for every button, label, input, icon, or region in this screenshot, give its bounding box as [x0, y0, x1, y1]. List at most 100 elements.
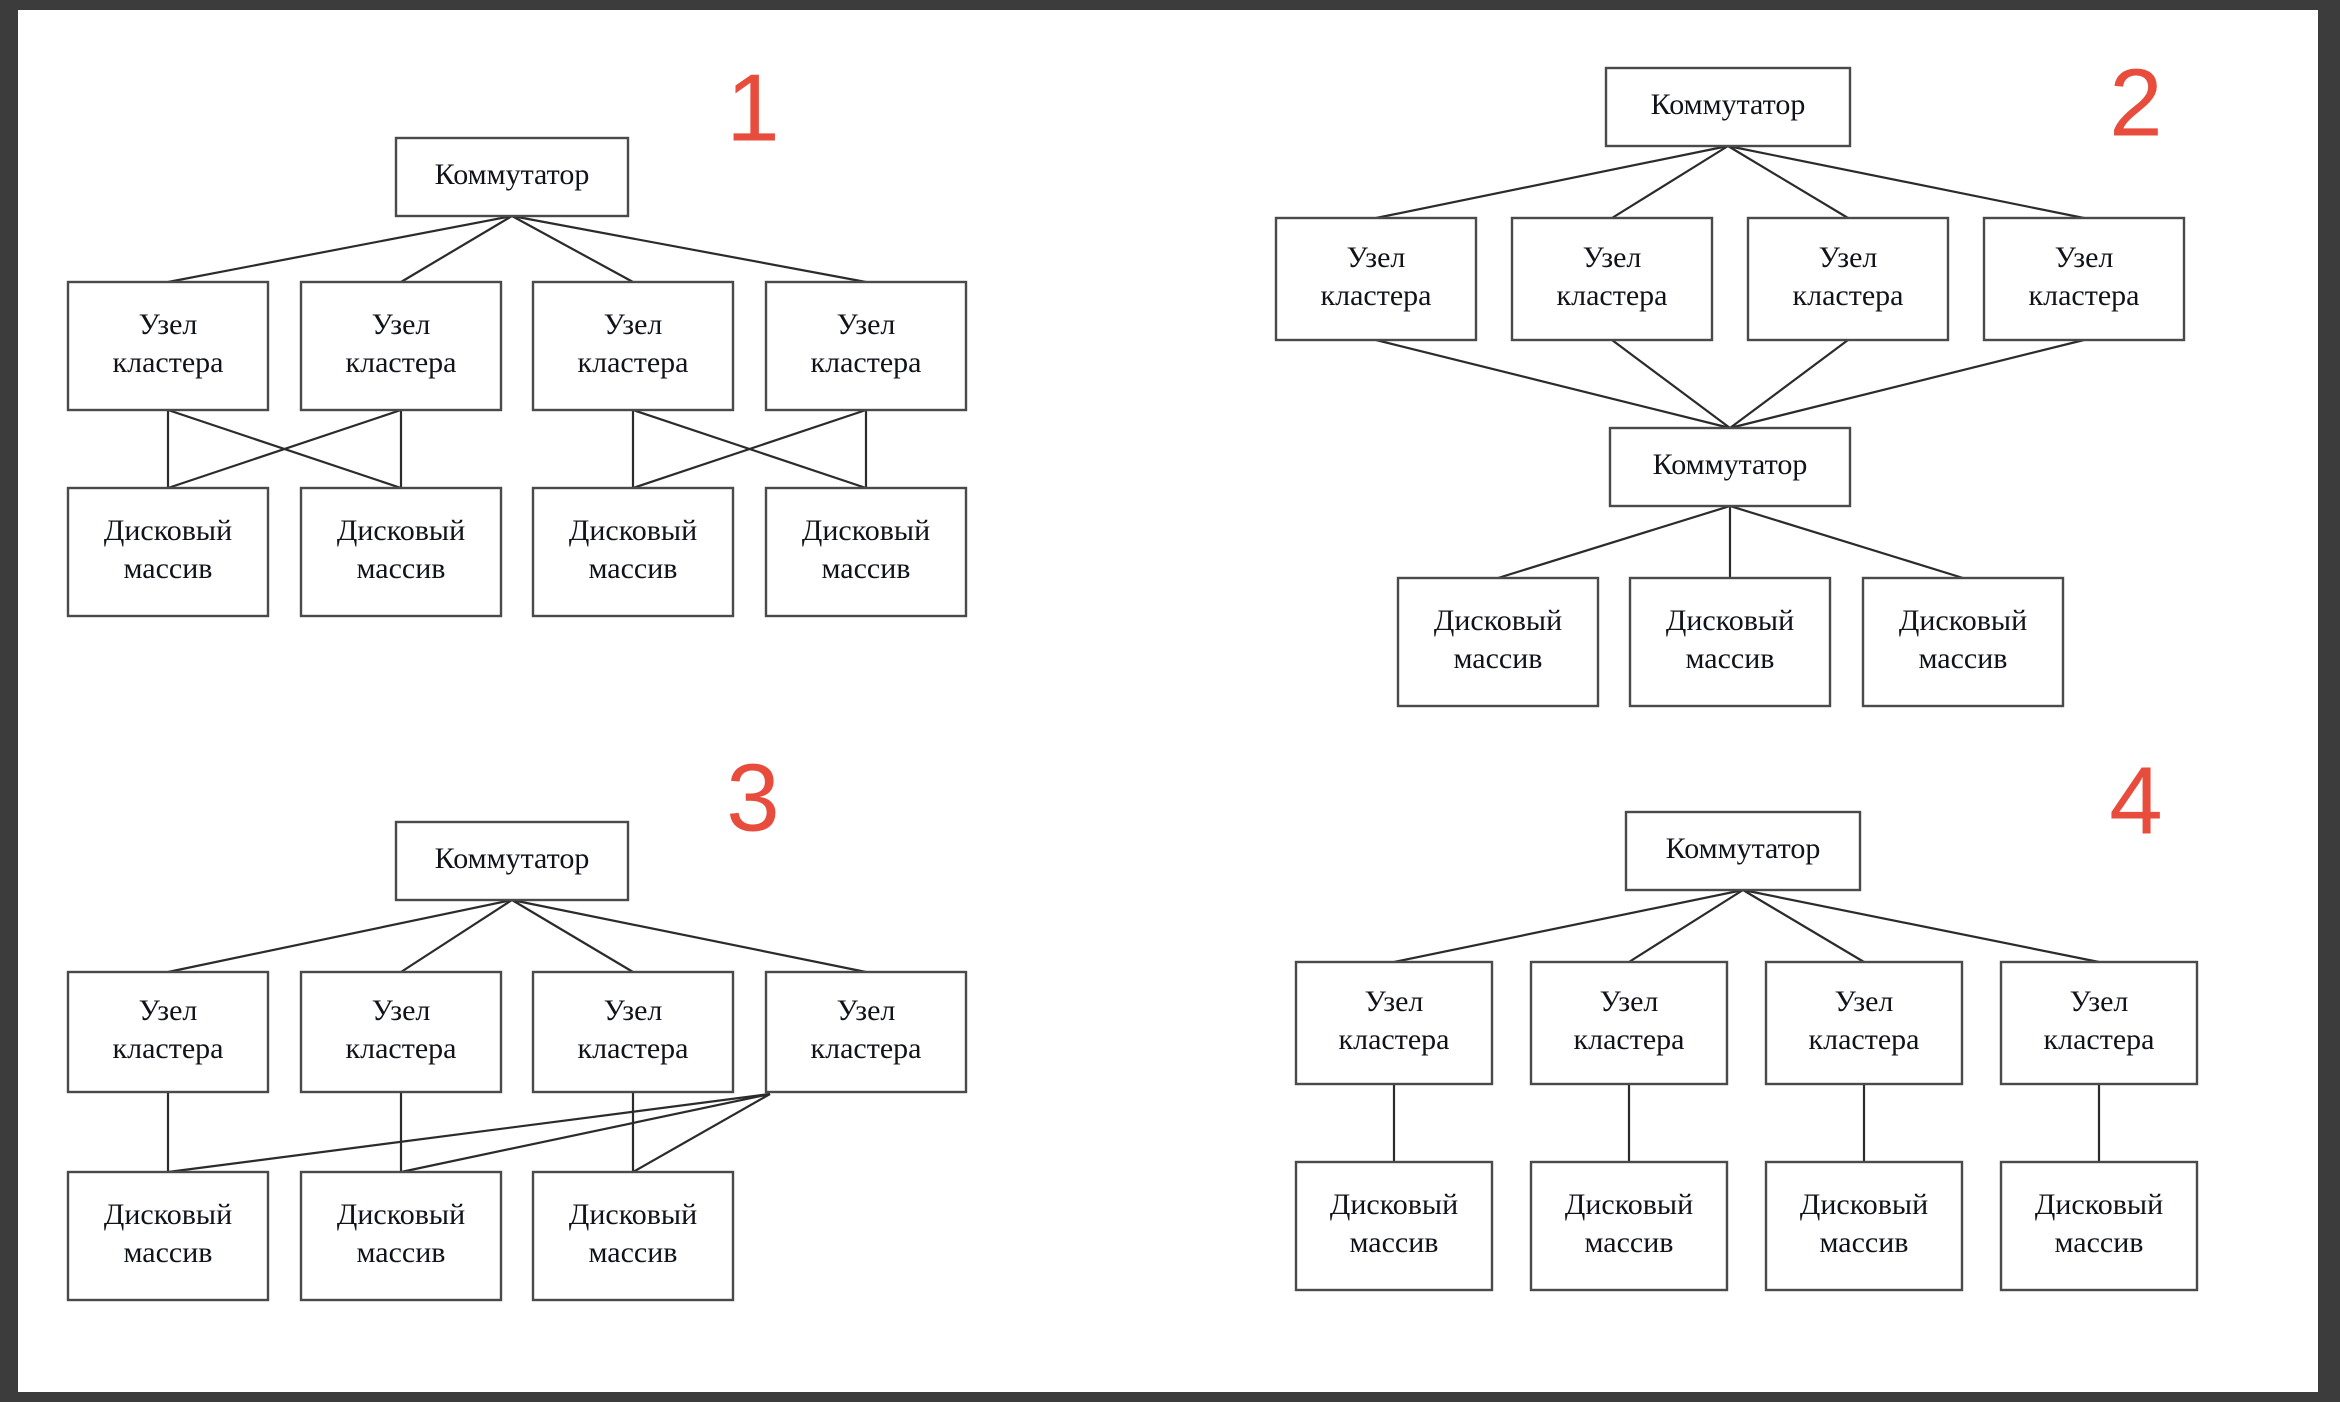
cluster-node-box-4-2-label: кластера: [1574, 1023, 1685, 1056]
link-sw1-to-n1: [1394, 890, 1743, 962]
disk-array-box-1-4[interactable]: Дисковыймассив: [766, 488, 966, 616]
cluster-topology-diagram: КоммутаторУзелкластераУзелкластераУзелкл…: [18, 10, 2318, 1392]
cluster-node-box-4-1-label: Узел: [1365, 985, 1424, 1018]
connection-lines: [168, 216, 866, 488]
panel-number-3: 3: [726, 744, 779, 851]
cluster-node-box-4-1[interactable]: Узел кластера: [1296, 962, 1492, 1084]
link-n4-to-a1: [168, 1094, 770, 1172]
disk-array-box-1-3-label: Дисковый: [569, 514, 697, 547]
switch-box-2-1[interactable]: Коммутатор: [1606, 68, 1850, 146]
cluster-node-box-2-3-label: Узел: [1819, 241, 1878, 274]
cluster-node-box-3-2-label: кластера: [346, 1032, 457, 1065]
disk-array-box-2-2[interactable]: Дисковыймассив: [1630, 578, 1830, 706]
panel-number-1: 1: [726, 54, 779, 161]
cluster-node-box-2-2[interactable]: Узелкластера: [1512, 218, 1712, 340]
switch-box-1-1[interactable]: Коммутатор: [396, 138, 628, 216]
disk-array-box-4-1-label: массив: [1350, 1226, 1439, 1259]
cluster-node-box-1-3[interactable]: Узелкластера: [533, 282, 733, 410]
topology-panel-2: КоммутаторКоммутаторУзелкластераУзелклас…: [1276, 49, 2184, 706]
link-sw1-to-n1: [168, 900, 512, 972]
link-sw2-to-a1: [1498, 506, 1730, 578]
link-sw1-to-n3: [512, 216, 633, 282]
link-sw1-to-n4: [1728, 146, 2084, 218]
link-n2-to-sw2: [1612, 340, 1730, 428]
cluster-node-box-2-1[interactable]: Узел кластера: [1276, 218, 1476, 340]
cluster-node-box-3-2[interactable]: Узел кластера: [301, 972, 501, 1092]
connection-lines: [1394, 890, 2099, 1162]
link-n3-to-sw2: [1730, 340, 1848, 428]
disk-array-box-1-1[interactable]: Дисковый массив: [68, 488, 268, 616]
disk-array-box-3-3-label: массив: [589, 1236, 678, 1269]
cluster-node-box-1-1[interactable]: Узел кластера: [68, 282, 268, 410]
disk-array-box-4-3[interactable]: Дисковый массив: [1766, 1162, 1962, 1290]
cluster-node-box-1-2-label: Узел: [372, 308, 431, 341]
link-sw2-to-a3: [1730, 506, 1963, 578]
disk-array-box-4-3-label: Дисковый: [1800, 1188, 1928, 1221]
panel-number-4: 4: [2109, 747, 2162, 854]
disk-array-box-2-1[interactable]: Дисковыймассив: [1398, 578, 1598, 706]
disk-array-box-1-1-label: Дисковый: [104, 514, 232, 547]
cluster-node-box-3-4-label: кластера: [811, 1032, 922, 1065]
disk-array-box-4-1[interactable]: Дисковый массив: [1296, 1162, 1492, 1290]
cluster-node-box-4-4[interactable]: Узелкластера: [2001, 962, 2197, 1084]
link-sw1-to-n3: [1728, 146, 1848, 218]
disk-array-box-1-2[interactable]: Дисковыймассив: [301, 488, 501, 616]
cluster-node-box-3-1[interactable]: Узелкластера: [68, 972, 268, 1092]
cluster-node-box-1-1-label: Узел: [139, 308, 198, 341]
cluster-node-box-4-2-label: Узел: [1600, 985, 1659, 1018]
cluster-node-box-1-2[interactable]: Узелкластера: [301, 282, 501, 410]
cluster-node-box-4-3[interactable]: Узелкластера: [1766, 962, 1962, 1084]
link-sw1-to-n4: [512, 216, 866, 282]
disk-array-box-2-2-label: Дисковый: [1666, 604, 1794, 637]
disk-array-box-4-4-label: Дисковый: [2035, 1188, 2163, 1221]
disk-array-box-1-3[interactable]: Дисковыймассив: [533, 488, 733, 616]
switch-box-3-1[interactable]: Коммутатор: [396, 822, 628, 900]
switch-box-3-1-label: Коммутатор: [435, 842, 590, 875]
cluster-node-box-4-1-label: кластера: [1339, 1023, 1450, 1056]
disk-array-box-4-1-label: Дисковый: [1330, 1188, 1458, 1221]
panel-number-2: 2: [2109, 49, 2162, 156]
cluster-node-box-2-2-label: кластера: [1557, 279, 1668, 312]
disk-array-box-1-4-label: Дисковый: [802, 514, 930, 547]
cluster-node-box-4-3-label: кластера: [1809, 1023, 1920, 1056]
link-n4-to-sw2: [1730, 340, 2084, 428]
cluster-node-box-4-4-label: Узел: [2070, 985, 2129, 1018]
cluster-node-box-2-4[interactable]: Узелкластера: [1984, 218, 2184, 340]
link-n4-to-a2: [401, 1094, 770, 1172]
switch-box-4-1[interactable]: Коммутатор: [1626, 812, 1860, 890]
disk-array-box-4-2-label: массив: [1585, 1226, 1674, 1259]
link-sw1-to-n3: [1743, 890, 1864, 962]
disk-array-box-4-4[interactable]: Дисковыймассив: [2001, 1162, 2197, 1290]
topology-panel-1: КоммутаторУзелкластераУзелкластераУзелкл…: [68, 54, 966, 616]
disk-array-box-2-3-label: массив: [1919, 642, 2008, 675]
disk-array-box-2-1-label: Дисковый: [1434, 604, 1562, 637]
cluster-node-box-2-3[interactable]: Узелкластера: [1748, 218, 1948, 340]
cluster-node-box-4-2[interactable]: Узел кластера: [1531, 962, 1727, 1084]
cluster-node-box-1-1-label: кластера: [113, 346, 224, 379]
disk-array-box-3-1-label: Дисковый: [104, 1198, 232, 1231]
cluster-node-box-2-1-label: Узел: [1347, 241, 1406, 274]
switch-box-2-2[interactable]: Коммутатор: [1610, 428, 1850, 506]
disk-array-box-2-3-label: Дисковый: [1899, 604, 2027, 637]
cluster-node-box-2-4-label: Узел: [2055, 241, 2114, 274]
topology-panel-3: КоммутаторУзелкластераУзелкластераУзелкл…: [68, 744, 966, 1300]
link-sw1-to-n3: [512, 900, 633, 972]
disk-array-box-4-3-label: массив: [1820, 1226, 1909, 1259]
disk-array-box-4-2[interactable]: Дисковыймассив: [1531, 1162, 1727, 1290]
cluster-node-box-3-4[interactable]: Узелкластера: [766, 972, 966, 1092]
disk-array-box-3-3[interactable]: Дисковыймассив: [533, 1172, 733, 1300]
disk-array-box-1-1-label: массив: [124, 552, 213, 585]
link-sw1-to-n1: [1376, 146, 1728, 218]
topology-panel-4: КоммутаторУзел кластера Узел кластера Узел кл…: [1296, 747, 2197, 1290]
cluster-node-box-3-3[interactable]: Узелкластера: [533, 972, 733, 1092]
cluster-node-box-1-3-label: Узел: [604, 308, 663, 341]
switch-box-4-1-label: Коммутатор: [1666, 832, 1821, 865]
cluster-node-box-2-1-label: кластера: [1321, 279, 1432, 312]
disk-array-box-3-1[interactable]: Дисковыймассив: [68, 1172, 268, 1300]
disk-array-box-3-2-label: Дисковый: [337, 1198, 465, 1231]
cluster-node-box-1-4[interactable]: Узелкластера: [766, 282, 966, 410]
cluster-node-box-3-2-label: Узел: [372, 994, 431, 1027]
disk-array-box-2-3[interactable]: Дисковый массив: [1863, 578, 2063, 706]
disk-array-box-3-2[interactable]: Дисковыймассив: [301, 1172, 501, 1300]
link-sw1-to-n4: [512, 900, 866, 972]
